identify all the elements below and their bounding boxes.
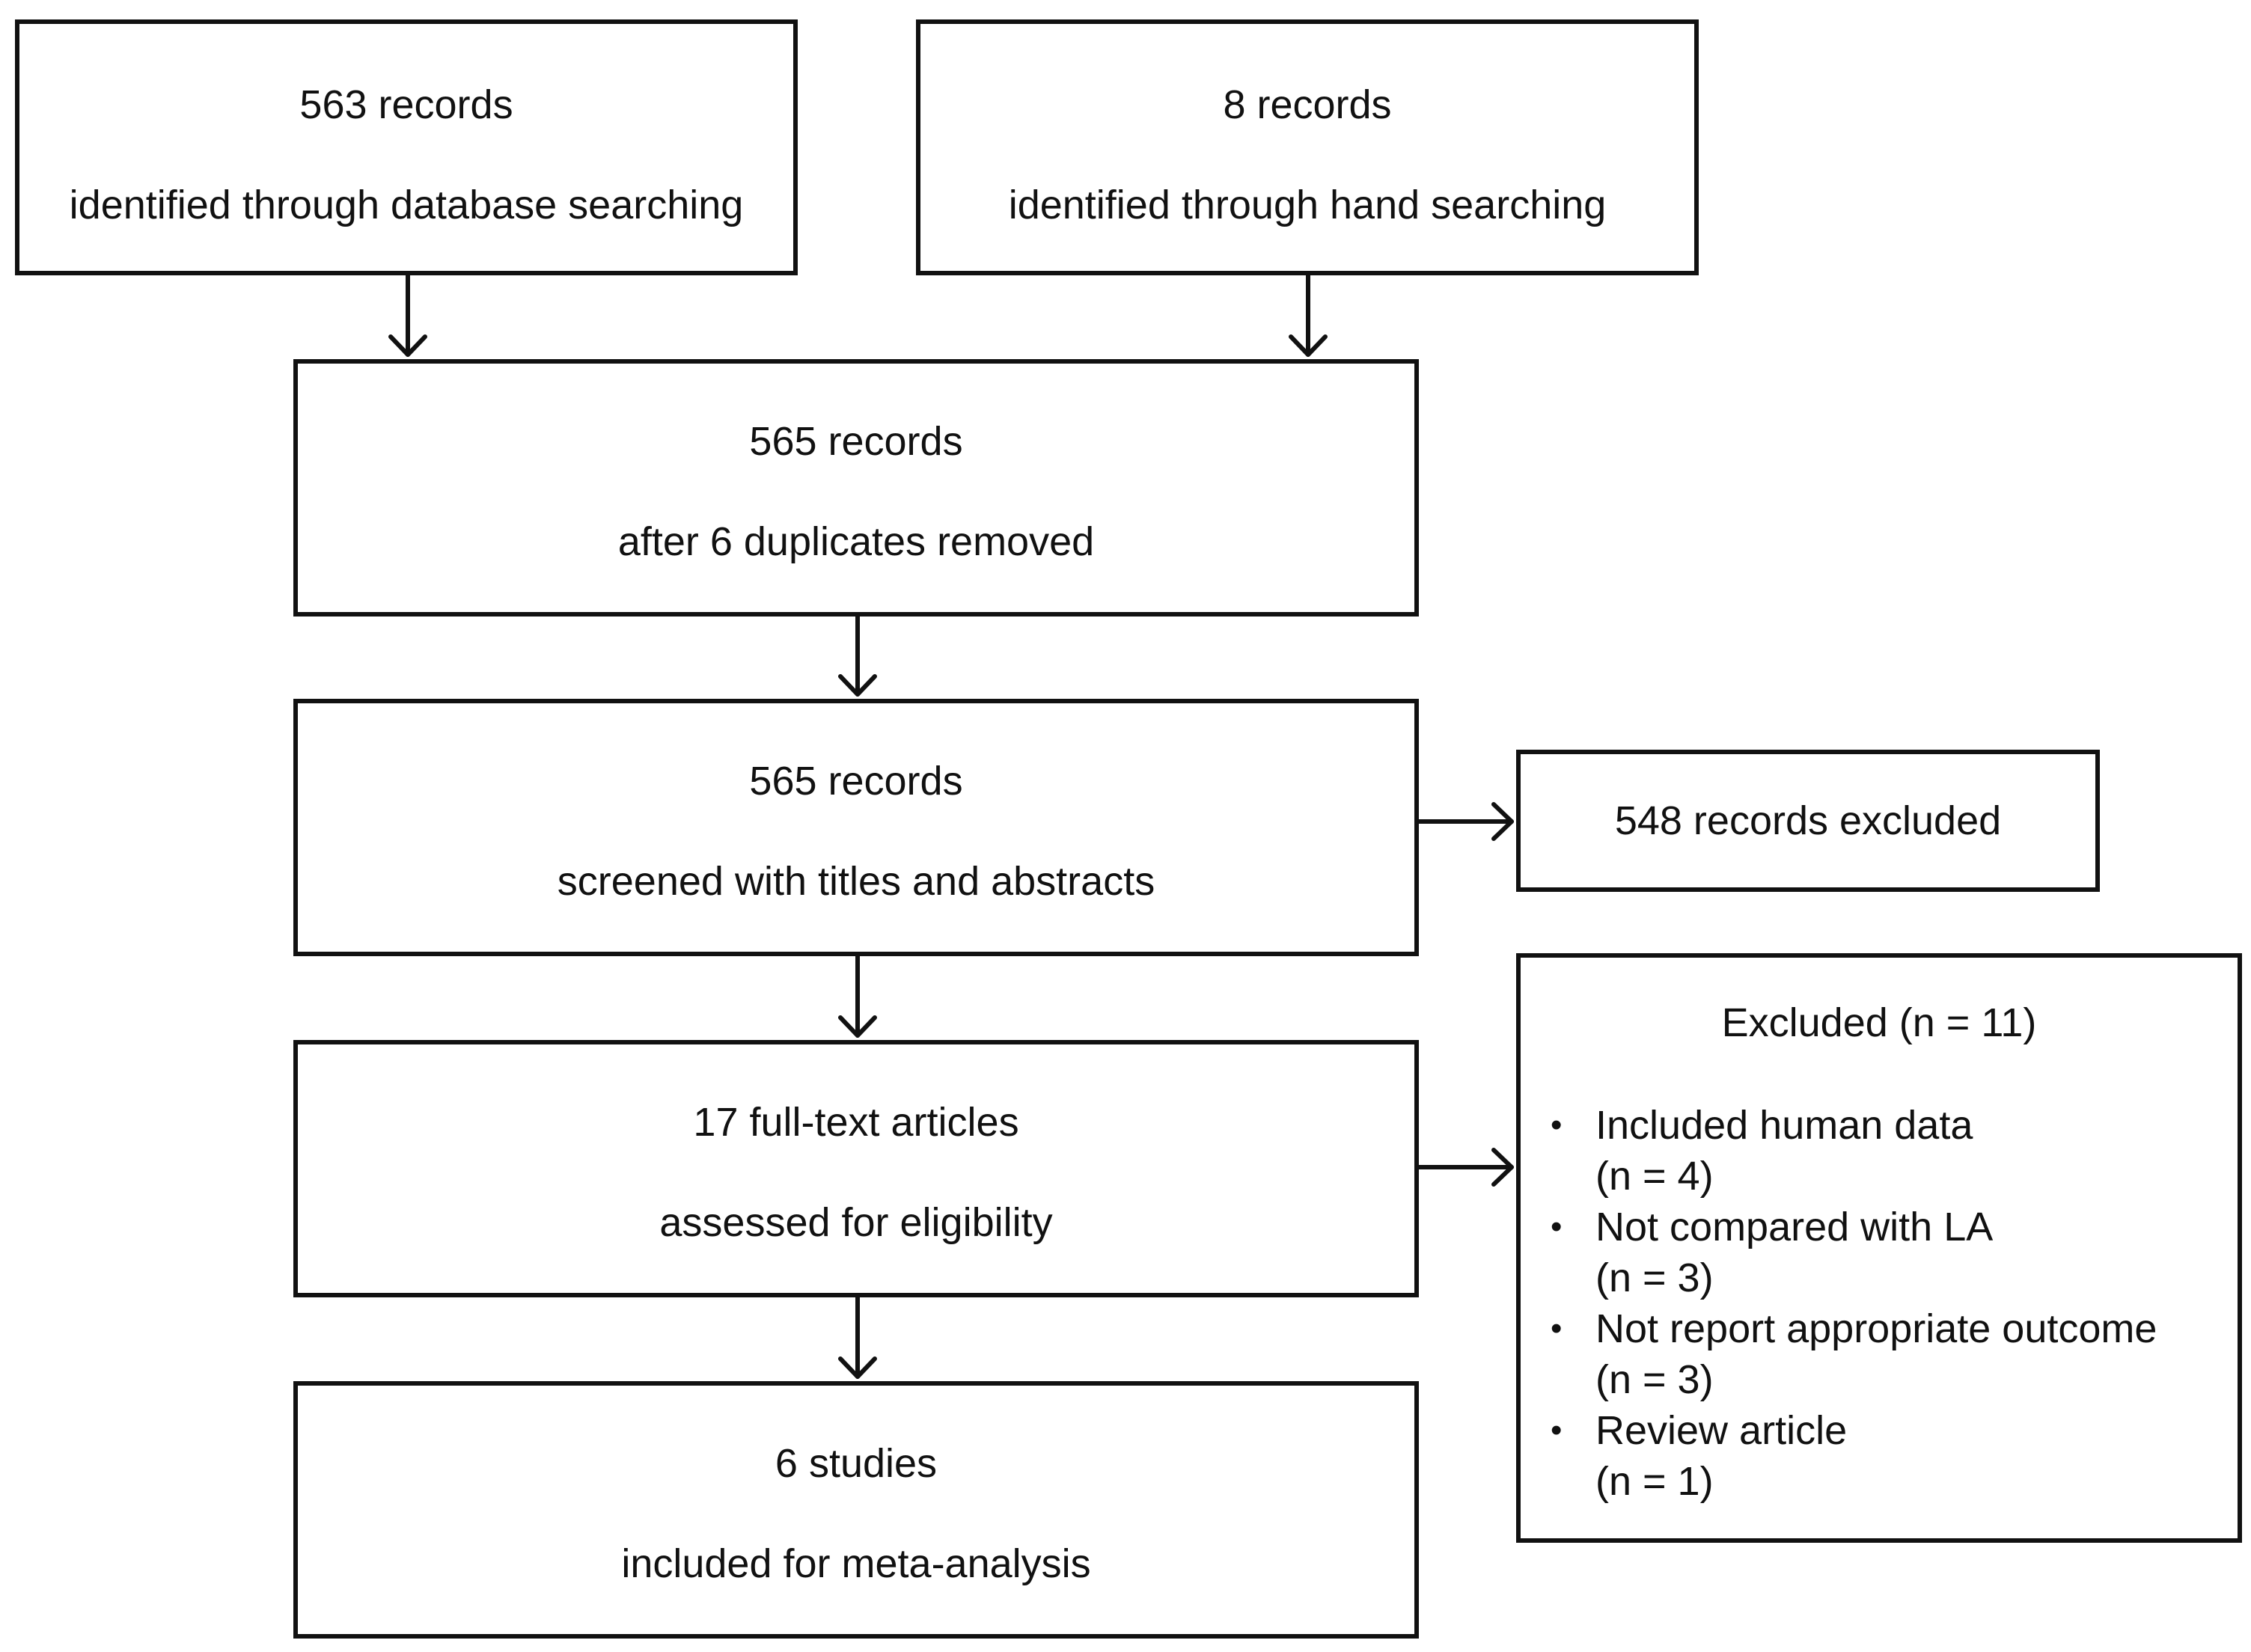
exclusion-reason-label: Not report appropriate outcome [1595,1306,2157,1351]
bullet-icon: • [1551,1310,1563,1347]
arrowhead-dedup-to-screened [838,674,877,697]
deduplicated-count: 565 records [749,419,963,464]
included-count: 6 studies [775,1441,938,1486]
hand-description: identified through hand searching [1008,183,1607,227]
excluded-fulltext-box: Excluded (n = 11) • Included human data … [1516,953,2242,1543]
exclusion-reasons-list: • Included human data (n = 4) • Not comp… [1548,1100,2230,1507]
included-description: included for meta-analysis [621,1541,1091,1586]
database-description: identified through database searching [69,183,744,227]
excluded-fulltext-title: Excluded (n = 11) [1721,1000,2037,1045]
exclusion-reason-count: (n = 1) [1595,1459,1714,1504]
exclusion-reason-label: Included human data [1595,1103,1973,1148]
fulltext-description: assessed for eligibility [659,1200,1053,1245]
exclusion-reason-count: (n = 4) [1595,1154,1714,1199]
arrowhead-hand-to-dedup [1289,334,1328,357]
database-count: 563 records [299,82,513,127]
excluded-screening-text: 548 records excluded [1614,798,2002,843]
exclusion-reason: • Not report appropriate outcome (n = 3) [1548,1303,2230,1405]
arrowhead-screened-to-excluded [1491,802,1514,841]
fulltext-count: 17 full-text articles [693,1100,1019,1145]
exclusion-reason-label: Not compared with LA [1595,1205,1994,1249]
exclusion-reason-count: (n = 3) [1595,1255,1714,1300]
bullet-icon: • [1551,1107,1563,1143]
exclusion-reason: • Included human data (n = 4) [1548,1100,2230,1202]
arrowhead-database-to-dedup [388,334,427,357]
included-box: 6 studies included for meta-analysis [293,1381,1419,1639]
screened-box: 565 records screened with titles and abs… [293,699,1419,956]
screened-count: 565 records [749,759,963,804]
arrowhead-screened-to-fulltext [838,1015,877,1038]
database-search-box: 563 records identified through database … [15,19,798,275]
arrowhead-fulltext-to-reasons [1491,1148,1514,1187]
deduplicated-box: 565 records after 6 duplicates removed [293,359,1419,617]
excluded-screening-box: 548 records excluded [1516,750,2100,892]
screened-description: screened with titles and abstracts [557,859,1155,904]
exclusion-reason: • Review article (n = 1) [1548,1405,2230,1507]
deduplicated-description: after 6 duplicates removed [617,519,1095,564]
bullet-icon: • [1551,1208,1563,1245]
arrowhead-fulltext-to-included [838,1356,877,1379]
hand-search-box: 8 records identified through hand search… [916,19,1699,275]
hand-count: 8 records [1223,82,1392,127]
exclusion-reason-label: Review article [1595,1408,1848,1453]
fulltext-box: 17 full-text articles assessed for eligi… [293,1040,1419,1297]
exclusion-reason-count: (n = 3) [1595,1357,1714,1402]
bullet-icon: • [1551,1412,1563,1448]
exclusion-reason: • Not compared with LA (n = 3) [1548,1202,2230,1303]
